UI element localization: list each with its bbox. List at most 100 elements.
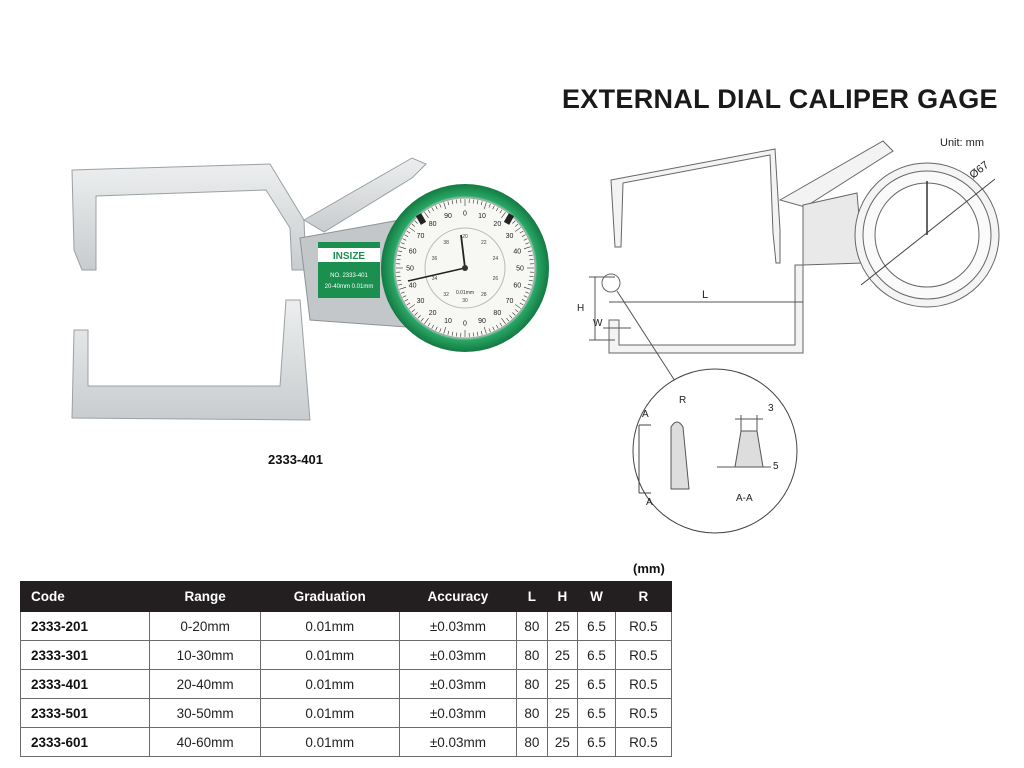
drawing-upper-jaw: [610, 148, 781, 264]
dial-tick: [447, 201, 450, 206]
dial-tick: [501, 212, 506, 219]
header-R: R: [614, 581, 673, 612]
cell-R: R0.5: [614, 640, 673, 670]
tolerance-marker: [503, 213, 515, 225]
header-graduation: Graduation: [259, 581, 400, 612]
dial-tick: [397, 254, 402, 257]
dial-tick: [447, 330, 450, 335]
dial-tick: [435, 326, 438, 331]
dial-tick: [439, 328, 442, 333]
dial-tick: [396, 259, 401, 261]
header-code: Code: [19, 581, 151, 612]
cell-graduation: 0.01mm: [259, 698, 400, 728]
dial-tick: [492, 326, 495, 331]
table-header-row: Code Range Graduation Accuracy L H W R: [19, 581, 673, 612]
detail-marker: [601, 273, 621, 293]
cell-accuracy: ±0.03mm: [398, 698, 518, 728]
cell-H: 25: [546, 698, 579, 728]
dial-outer-number: 80: [429, 221, 437, 228]
technical-drawing: L H W Ø67 R A A 3 5 A-A: [577, 140, 1000, 534]
cell-W: 6.5: [577, 640, 616, 670]
dial-tick: [398, 250, 403, 253]
dial-tick: [443, 202, 447, 210]
dial-tick: [456, 199, 458, 204]
dial-outer-number: 60: [409, 249, 417, 256]
header-L: L: [516, 581, 548, 612]
dial-inner-number: 34: [432, 276, 438, 282]
dial-outer-number: 70: [506, 298, 514, 305]
dial-outer-number: 70: [417, 233, 425, 240]
cell-code: 2333-401: [19, 669, 151, 699]
dial-outer-number: 40: [409, 282, 417, 289]
dial-tick: [451, 200, 454, 205]
lever-arm: [303, 157, 427, 233]
dial-inner-number: 32: [443, 292, 449, 298]
dial-face-label: 0.01mm: [456, 290, 474, 296]
dial-tick: [521, 234, 526, 237]
dial-tick: [456, 332, 458, 337]
dial-outer-number: 0: [463, 321, 467, 328]
table-row: 2333-501 30-50mm 0.01mm ±0.03mm 80 25 6.…: [19, 698, 673, 728]
dial-outer-number: 90: [478, 318, 486, 325]
page-title: EXTERNAL DIAL CALIPER GAGE: [562, 84, 998, 114]
cell-R: R0.5: [614, 669, 673, 699]
dial-tick: [525, 242, 530, 245]
dial-tick: [512, 312, 516, 316]
dial-tick: [501, 317, 506, 324]
detail-5: 5: [773, 461, 779, 472]
dial-tick: [514, 223, 519, 227]
dial-tick: [472, 199, 474, 204]
cell-graduation: 0.01mm: [259, 727, 400, 757]
dial-tick: [528, 254, 533, 257]
dial-tick: [400, 291, 405, 294]
dim-diameter: Ø67: [967, 159, 991, 181]
dial-tick: [414, 220, 418, 224]
cell-R: R0.5: [614, 727, 673, 757]
dial-tick: [476, 200, 479, 205]
tolerance-marker: [415, 213, 427, 225]
cell-W: 6.5: [577, 698, 616, 728]
dim-W: W: [593, 318, 603, 329]
dial-tick: [411, 309, 416, 313]
table-unit-label: (mm): [633, 561, 665, 576]
dial-tick: [402, 238, 407, 241]
dial-needle: [407, 267, 466, 282]
cell-code: 2333-501: [19, 698, 151, 728]
dial-model: NO. 2333-401: [330, 273, 368, 279]
lower-jaw: [71, 299, 311, 421]
cell-L: 80: [516, 640, 548, 670]
dial-inner-number: 26: [493, 276, 499, 282]
dial-tick: [488, 203, 491, 208]
cell-graduation: 0.01mm: [259, 640, 400, 670]
dial-ticks: [396, 199, 534, 337]
dial-tick: [488, 328, 491, 333]
dial-tick: [519, 302, 524, 306]
drawing-lever: [778, 140, 894, 208]
detail-A-top: A: [642, 409, 649, 420]
cell-range: 20-40mm: [149, 669, 261, 699]
detail-circle: [632, 368, 798, 534]
drawing-lower-jaw: [608, 264, 804, 354]
cell-R: R0.5: [614, 611, 673, 641]
dial-outer-number: 30: [417, 298, 425, 305]
dial-tick: [529, 259, 534, 261]
dial-inner-number: 28: [481, 292, 487, 298]
dim-L: L: [702, 289, 708, 301]
dial-inner-number: 36: [432, 256, 438, 262]
cell-code: 2333-601: [19, 727, 151, 757]
dial-outer-number: 40: [513, 249, 521, 256]
dial-tick: [480, 201, 483, 206]
dial-tick: [514, 309, 519, 313]
dial-tick: [427, 209, 431, 214]
header-range: Range: [149, 581, 261, 612]
dial-tick: [523, 295, 528, 298]
cell-accuracy: ±0.03mm: [398, 640, 518, 670]
dial-tick: [427, 322, 431, 327]
dial-tick: [398, 283, 403, 286]
dial-tick: [406, 230, 411, 234]
dial-tick: [396, 275, 401, 277]
cell-W: 6.5: [577, 611, 616, 641]
dial-outer-number: 60: [513, 282, 521, 289]
dial-tick: [404, 234, 409, 237]
